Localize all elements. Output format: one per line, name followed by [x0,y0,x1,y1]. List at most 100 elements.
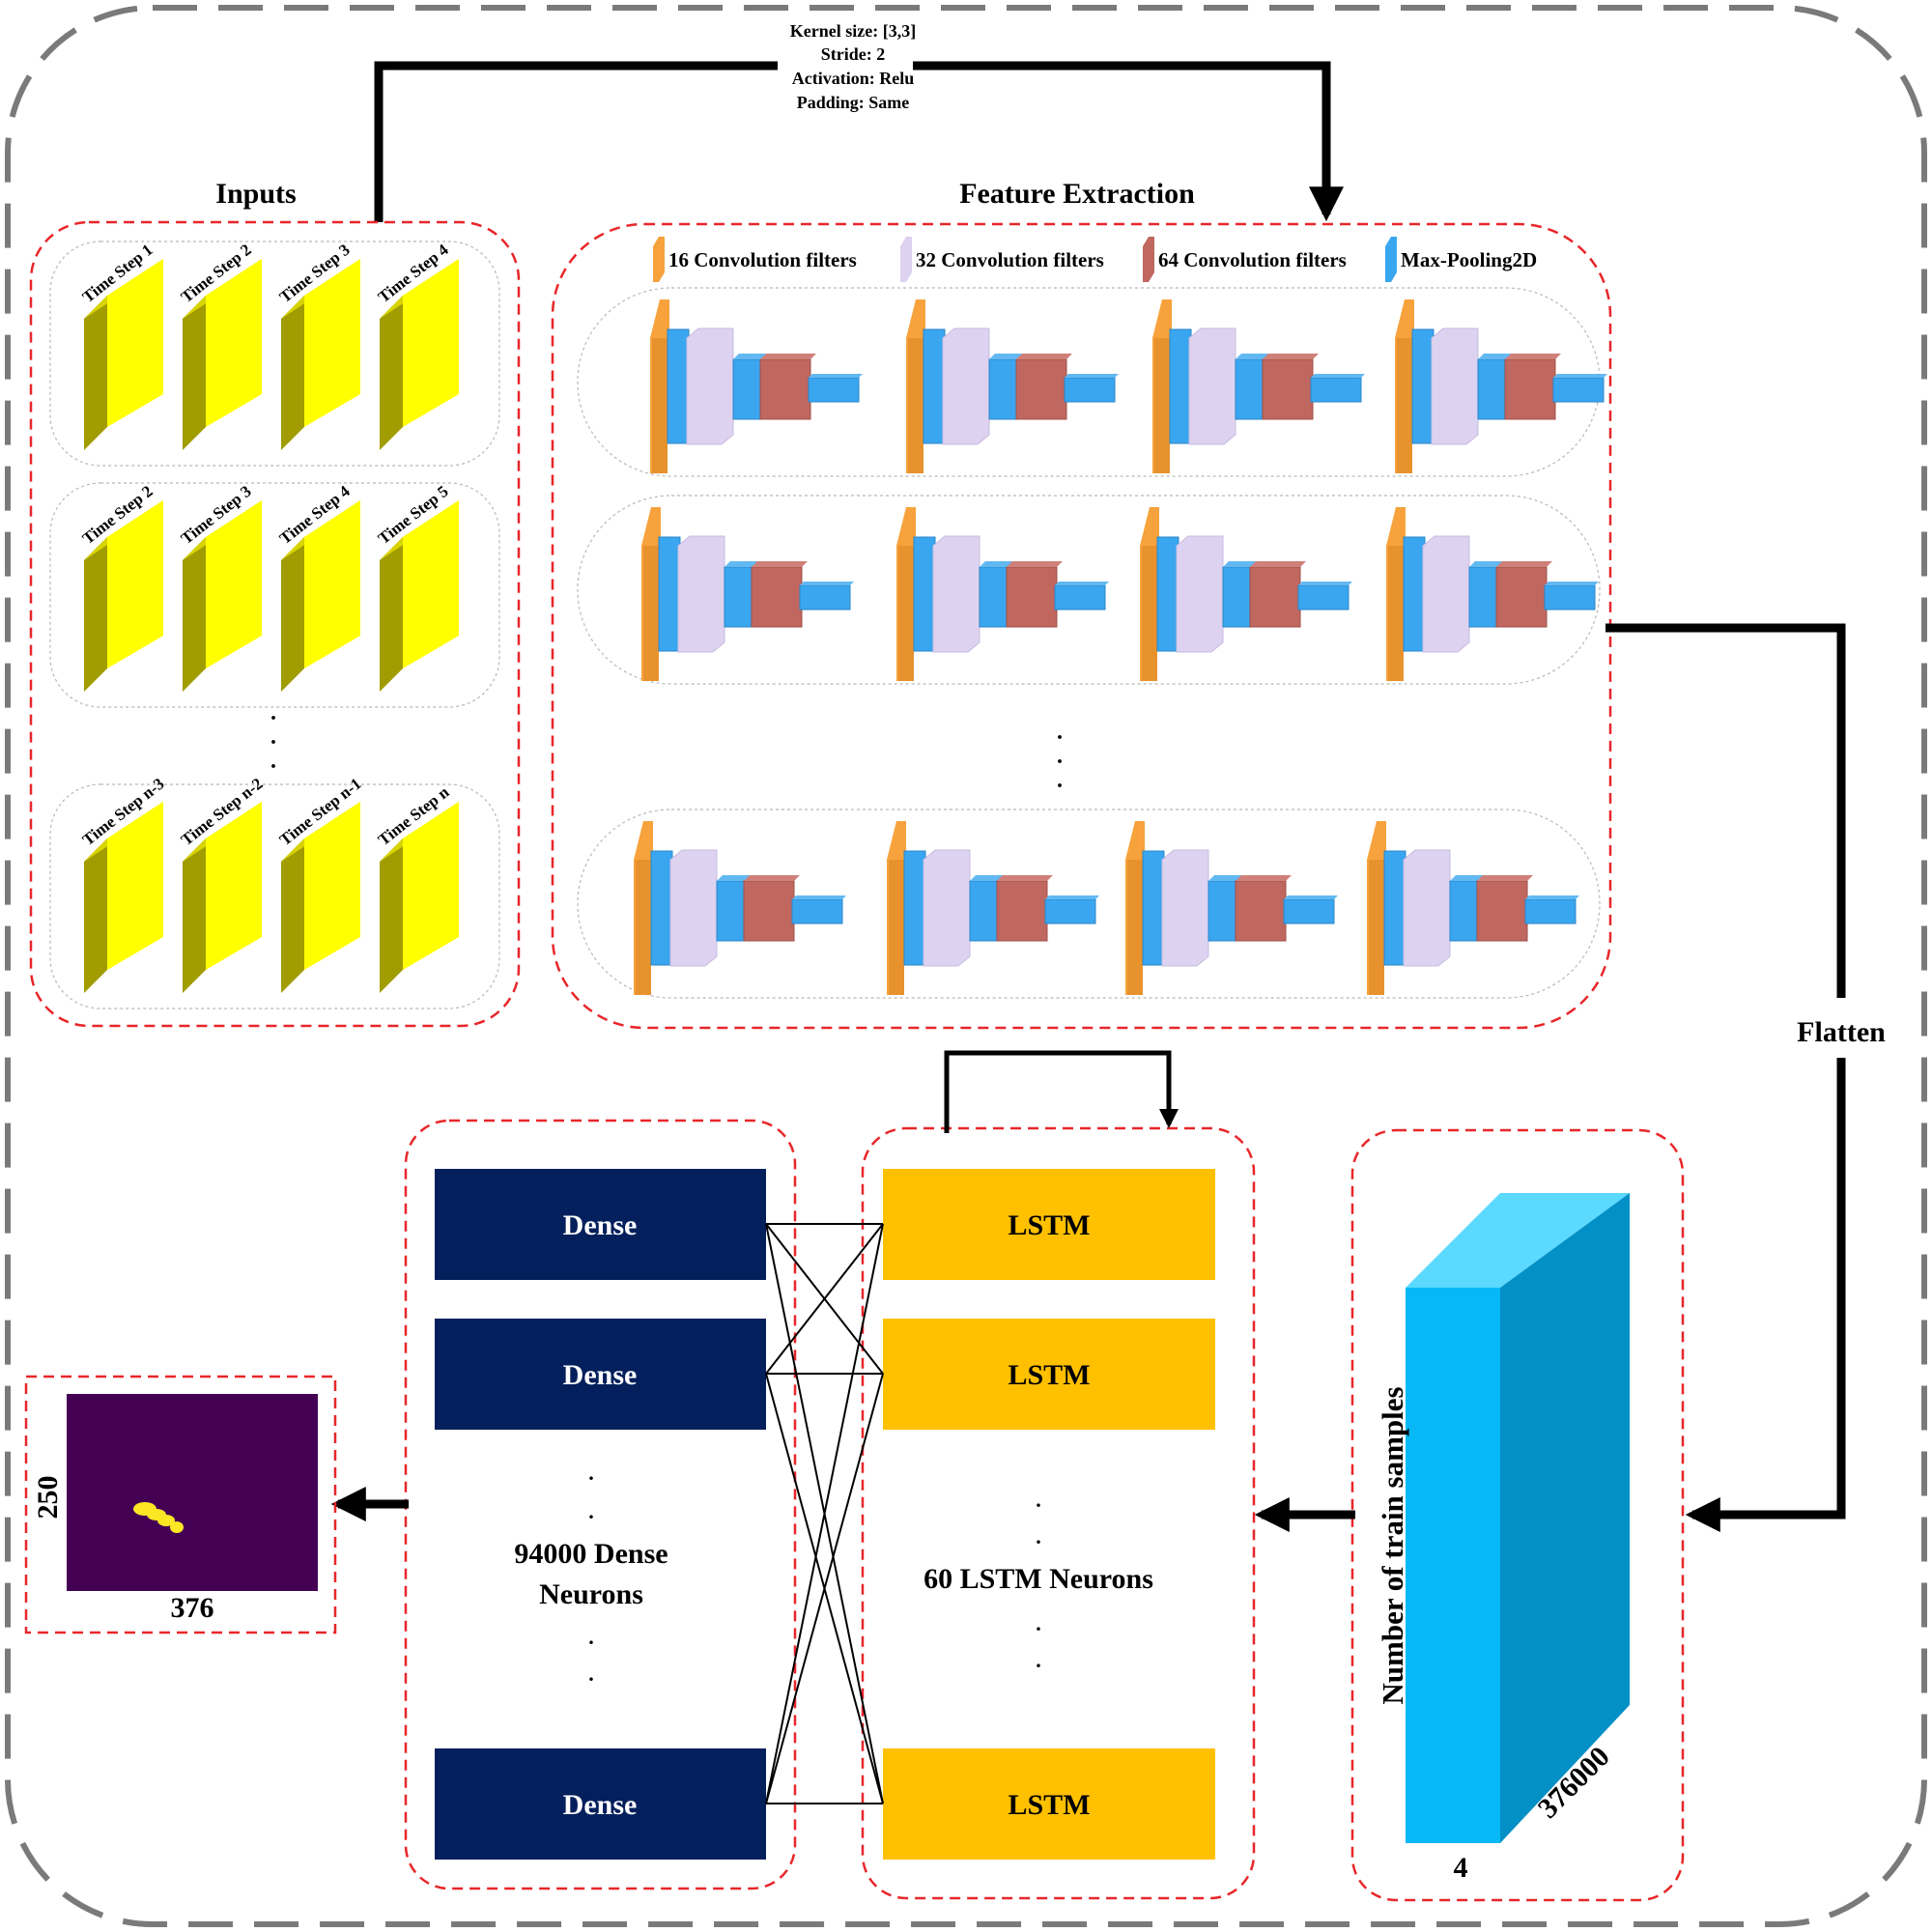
cnn-block [634,821,846,995]
inputs-panel [29,220,521,1028]
legend-item: Max-Pooling2D [1385,237,1537,282]
input-frame: Time Step 3 [178,482,262,692]
dense-ellipsis-dot: . [588,1662,594,1686]
lstm-unit: LSTM [883,1169,1215,1280]
dense-unit: Dense [435,1319,766,1430]
cnn-block [1367,821,1579,995]
lstm-ellipsis-dot: . [1036,1488,1041,1512]
lstm-ellipsis-dot: . [1036,1648,1041,1672]
train-width-label: 4 [1454,1852,1468,1884]
features-ellipsis-dot: . [1057,744,1063,769]
legend-label: 32 Convolution filters [916,248,1104,271]
train-block-front-face [1406,1288,1500,1843]
features-ellipsis-dot: . [1057,720,1063,745]
flatten-arrow [1685,1058,1846,1532]
dense-ellipsis-dot: . [588,1461,594,1485]
input-frame: Time Step 4 [375,241,459,450]
legend-item: 32 Convolution filters [900,237,1104,282]
input-frame: Time Step n-2 [178,775,267,993]
cnn-block [1152,299,1365,473]
legend-swatch [1385,237,1397,282]
conv-activation: Activation: Relu [792,69,914,88]
dense-unit-label: Dense [563,1359,638,1391]
lstm-unit-label: LSTM [1008,1359,1090,1391]
lstm-recurrent-arrow [944,1050,1179,1133]
dense-ellipsis-dot: . [588,1499,594,1523]
train-block-side-face [1500,1193,1630,1843]
inputs-ellipsis-dot: . [270,700,276,725]
dense-lstm-connection [765,1373,884,1804]
input-frame: Time Step 3 [276,241,360,450]
inputs-ellipsis-dot: . [270,724,276,750]
output-detected-blob [133,1502,184,1533]
lstm-unit-label: LSTM [1008,1789,1090,1821]
outer-frame [5,5,1927,1927]
dense-lstm-connection [765,1223,884,1375]
legend-label: Max-Pooling2D [1401,248,1537,271]
train-block-top-face [1406,1193,1630,1288]
lstm-unit: LSTM [883,1748,1215,1860]
legend-label: 64 Convolution filters [1158,248,1347,271]
train-samples-panel [1350,1128,1685,1902]
lstm-panel [861,1126,1256,1900]
inputs-to-features-arrow [913,61,1344,222]
output-panel [24,1375,337,1634]
output-height-label: 250 [32,1476,64,1520]
input-frame: Time Step 2 [79,482,163,692]
dense-caption-line2: Neurons [539,1578,643,1610]
lstm-ellipsis-dot: . [1036,1611,1041,1635]
output-prediction-map [67,1394,318,1591]
cnn-block [887,821,1099,995]
lstm-unit-label: LSTM [1008,1209,1090,1241]
flatten-label: Flatten [1797,1016,1886,1048]
dense-lstm-connection [765,1223,884,1804]
input-frame: Time Step 4 [276,482,360,692]
cnn-block [906,299,1119,473]
conv-padding: Padding: Same [797,93,910,112]
legend-label: 16 Convolution filters [668,248,857,271]
inputs-to-features-connector [374,61,778,222]
dense-ellipsis-dot: . [588,1625,594,1649]
lstm-caption: 60 LSTM Neurons [923,1563,1153,1595]
inputs-title: Inputs [215,178,296,210]
input-frame: Time Step n-3 [79,775,168,993]
feature-extraction-title: Feature Extraction [959,178,1195,210]
cnn-block [1140,507,1352,681]
lstm-unit: LSTM [883,1319,1215,1430]
cnn-block [641,507,854,681]
output-width-label: 376 [171,1592,214,1624]
lstm-ellipsis-dot: . [1036,1524,1041,1548]
feature-extraction-row [577,809,1601,999]
input-frame: Time Step n-1 [276,775,365,993]
input-frame: Time Step n [375,782,459,993]
cnn-block [1386,507,1599,681]
features-ellipsis-dot: . [1057,768,1063,793]
dense-unit-label: Dense [563,1209,638,1241]
legend-swatch [1143,237,1154,282]
feature-extraction-row [577,495,1601,685]
input-sequence-row [49,783,500,1009]
inputs-ellipsis-dot: . [270,749,276,774]
dense-unit-label: Dense [563,1789,638,1821]
legend-item: 16 Convolution filters [653,237,857,282]
conv-stride: Stride: 2 [821,44,886,64]
cnn-block [650,299,863,473]
cnn-block [1395,299,1607,473]
input-frame: Time Step 1 [79,241,163,450]
dense-unit: Dense [435,1169,766,1280]
cnn-block [896,507,1109,681]
legend-swatch [900,237,912,282]
input-sequence-row [49,241,500,467]
cnn-block [1125,821,1338,995]
flatten-connector [1605,623,1846,998]
dense-caption-line1: 94000 Dense [514,1538,668,1570]
conv-kernel-size: Kernel size: [3,3] [790,21,916,41]
dense-unit: Dense [435,1748,766,1860]
input-sequence-row [49,482,500,708]
legend-item: 64 Convolution filters [1143,237,1347,282]
legend-swatch [653,237,665,282]
train-samples-label: Number of train samples [1376,1386,1409,1704]
input-frame: Time Step 5 [375,482,459,692]
input-frame: Time Step 2 [178,241,262,450]
